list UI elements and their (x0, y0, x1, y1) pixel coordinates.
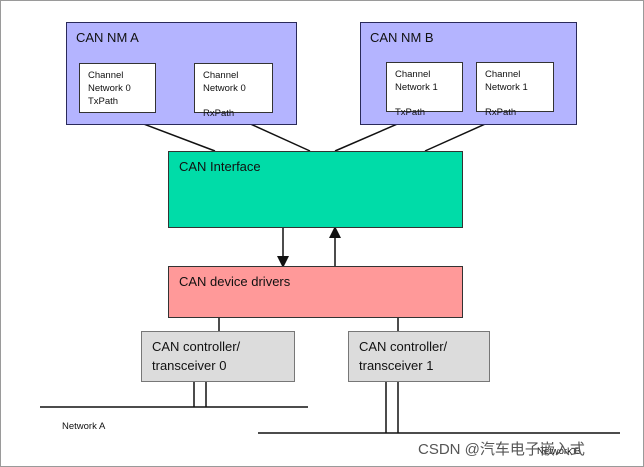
can-controller-transceiver-0: CAN controller/ transceiver 0 (141, 331, 295, 382)
channel-network0-rxpath: Channel Network 0 RxPath (194, 63, 273, 119)
can-interface-label: CAN Interface (179, 159, 261, 174)
channel-network0-txpath: Channel Network 0 TxPath (79, 63, 156, 113)
channel-label: Channel (485, 69, 521, 80)
controller-line-1: CAN controller/ (152, 339, 241, 354)
channel-path-label: TxPath (88, 96, 119, 107)
can-nm-a-title: CAN NM A (76, 30, 139, 45)
can-interface-box: CAN Interface (168, 151, 463, 228)
channel-path-label: RxPath (485, 107, 517, 118)
channel-network-label: Network 1 (485, 82, 528, 93)
channel-label: Channel (88, 70, 124, 81)
channel-path-label: RxPath (203, 108, 235, 119)
channel-network1-rxpath: Channel Network 1 RxPath (476, 62, 554, 118)
channel-network-label: Network 1 (395, 82, 438, 93)
can-controller-transceiver-1: CAN controller/ transceiver 1 (348, 331, 490, 382)
channel-network1-txpath: Channel Network 1 TxPath (386, 62, 463, 118)
can-nm-b-box: CAN NM B Channel Network 1 TxPath Channe… (360, 22, 577, 125)
channel-path-label: TxPath (395, 107, 426, 118)
can-nm-a-box: CAN NM A Channel Network 0 TxPath Channe… (66, 22, 297, 125)
controller-line-1: CAN controller/ (359, 339, 448, 354)
network-a-label: Network A (62, 421, 106, 432)
channel-label: Channel (395, 69, 431, 80)
controller-line-2: transceiver 1 (359, 358, 434, 373)
network-b-label: Network B (537, 446, 581, 457)
channel-network-label: Network 0 (88, 83, 131, 94)
channel-label: Channel (203, 70, 239, 81)
can-nm-b-title: CAN NM B (370, 30, 434, 45)
controller-line-2: transceiver 0 (152, 358, 227, 373)
can-device-drivers-label: CAN device drivers (179, 274, 291, 289)
watermark-text: CSDN @汽车电子嵌入式 (418, 441, 585, 458)
channel-network-label: Network 0 (203, 83, 246, 94)
can-device-drivers-box: CAN device drivers (168, 266, 463, 318)
